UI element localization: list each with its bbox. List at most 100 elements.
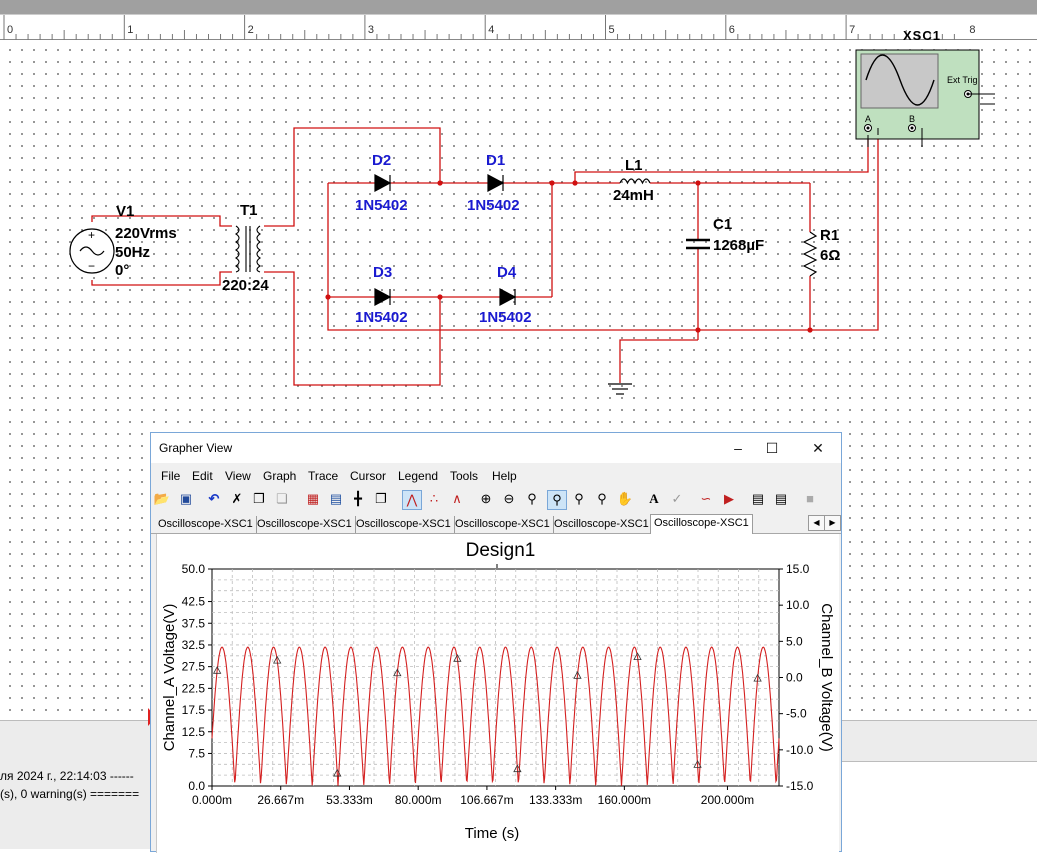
transformer-icon [235, 225, 261, 273]
capacitor-name: C1 [713, 216, 733, 233]
undo-icon[interactable]: ↶ [208, 491, 220, 506]
y-axis-label: Channel_A Voltage(V) [161, 604, 178, 752]
diode-d2-name: D2 [372, 152, 392, 169]
y-tick-label: 32.5 [182, 638, 206, 652]
window-frame-bar [0, 0, 1037, 14]
x-tick-label: 0.000m [192, 793, 232, 807]
menu-cursor[interactable]: Cursor [350, 469, 387, 483]
oscilloscope-icon [855, 49, 995, 147]
series-marker [273, 655, 282, 664]
ruler-number: 1 [127, 24, 133, 36]
copy-icon[interactable]: ❐ [253, 491, 265, 506]
zoom-y-icon[interactable]: ⚲ [597, 491, 607, 506]
close-button[interactable]: ✕ [812, 440, 824, 456]
resistor-name: R1 [820, 227, 840, 244]
series-marker [212, 665, 222, 674]
tab-strip: Oscilloscope-XSC1 Oscilloscope-XSC1 Osci… [151, 513, 841, 534]
reverse-colors-icon[interactable]: ❐ [375, 491, 387, 506]
series-marker [753, 673, 762, 682]
series-marker [693, 760, 702, 768]
y2-tick-label: 0.0 [786, 671, 803, 685]
status-line-2: (s), 0 warning(s) ======= [0, 787, 140, 801]
cut-icon[interactable]: ✗ [231, 491, 243, 506]
ruler-number: 6 [729, 24, 735, 36]
menu-tools[interactable]: Tools [450, 469, 479, 483]
y2-axis-label: Channel_B Voltage(V) [818, 603, 835, 751]
diode-d1-model: 1N5402 [467, 197, 520, 214]
tab-oscilloscope-4[interactable]: Oscilloscope-XSC1 [452, 516, 554, 533]
y-tick-label: 27.5 [182, 660, 206, 674]
zoom-x-icon[interactable]: ⚲ [574, 491, 584, 506]
text-icon[interactable]: A [649, 491, 659, 506]
x-axis-label: Time (s) [465, 825, 519, 842]
points-trace-icon[interactable]: ∴ [429, 491, 439, 506]
x-tick-label: 80.000m [395, 793, 442, 807]
x-tick-label: 133.333m [529, 793, 582, 807]
y-tick-label: 37.5 [182, 616, 206, 630]
grapher-titlebar[interactable]: Grapher View – ☐ ✕ [151, 433, 841, 463]
results-panel-right [842, 720, 1037, 762]
overlay-traces-icon[interactable]: ∽ [700, 491, 712, 506]
y2-tick-label: -15.0 [786, 779, 814, 793]
source-name: V1 [116, 203, 135, 220]
scope-channel-b-label: B [909, 114, 916, 124]
grid-icon[interactable]: ▦ [306, 491, 320, 506]
ruler-number: 8 [969, 24, 975, 36]
schematic-wires: + − [69, 49, 995, 395]
print-icon[interactable]: ▤ [774, 491, 788, 506]
y2-tick-label: 15.0 [786, 562, 810, 576]
y2-tick-label: -10.0 [786, 743, 814, 757]
grapher-window[interactable]: Grapher View – ☐ ✕ File Edit View Graph … [150, 432, 842, 853]
tab-scroll-right-icon[interactable]: ▶ [824, 515, 841, 531]
x-tick-label: 26.667m [257, 793, 304, 807]
save-icon[interactable]: ▣ [179, 491, 193, 506]
scope-channel-a-label: A [865, 114, 872, 124]
ruler-number: 2 [248, 24, 254, 36]
transformer-name: T1 [240, 202, 258, 219]
tab-oscilloscope-2[interactable]: Oscilloscope-XSC1 [254, 516, 356, 533]
tab-scroll-left-icon[interactable]: ◀ [808, 515, 825, 531]
y-tick-label: 17.5 [182, 703, 206, 717]
menu-view[interactable]: View [225, 469, 251, 483]
cursors-icon[interactable]: ╋ [354, 491, 362, 506]
source-frequency: 50Hz [115, 244, 151, 261]
stop-icon[interactable]: ■ [806, 491, 814, 506]
legend-icon[interactable]: ▤ [329, 491, 343, 506]
tab-oscilloscope-6[interactable]: Oscilloscope-XSC1 [650, 514, 753, 534]
open-icon[interactable]: 📂 [153, 491, 171, 506]
resistor-icon [802, 231, 818, 277]
ruler-number: 4 [488, 24, 494, 36]
y2-tick-label: 5.0 [786, 634, 803, 648]
zoom-area-icon[interactable]: ⚲ [527, 491, 537, 506]
minimize-button[interactable]: – [734, 440, 742, 456]
maximize-button[interactable]: ☐ [765, 440, 779, 456]
menu-trace[interactable]: Trace [308, 469, 339, 483]
line-trace-icon[interactable]: ⋀ [402, 490, 422, 510]
y-tick-label: 50.0 [182, 562, 206, 576]
menu-edit[interactable]: Edit [192, 469, 213, 483]
label-icon[interactable]: ✓ [671, 491, 683, 506]
zoom-out-icon[interactable]: ⊖ [503, 491, 515, 506]
zoom-full-icon[interactable]: ⚲ [547, 490, 567, 510]
diode-icons [374, 174, 517, 306]
export-icon[interactable]: ▶ [724, 491, 734, 506]
menu-file[interactable]: File [161, 469, 181, 483]
chart-title: Design1 [466, 540, 536, 561]
menu-legend[interactable]: Legend [398, 469, 439, 483]
paste-icon[interactable]: ❏ [276, 491, 288, 506]
print-preview-icon[interactable]: ▤ [751, 491, 765, 506]
series-marker [573, 671, 582, 679]
scope-ext-trig-label: Ext Trig [947, 75, 978, 85]
line-points-trace-icon[interactable]: ∧ [452, 491, 462, 506]
x-tick-label: 53.333m [326, 793, 373, 807]
tab-oscilloscope-1[interactable]: Oscilloscope-XSC1 [155, 516, 257, 533]
menu-graph[interactable]: Graph [263, 469, 297, 483]
zoom-in-icon[interactable]: ⊕ [480, 491, 492, 506]
menu-help[interactable]: Help [492, 469, 517, 483]
tab-oscilloscope-5[interactable]: Oscilloscope-XSC1 [551, 516, 653, 533]
tab-oscilloscope-3[interactable]: Oscilloscope-XSC1 [353, 516, 455, 533]
source-phase: 0° [115, 262, 130, 279]
pan-icon[interactable]: ✋ [616, 491, 634, 506]
